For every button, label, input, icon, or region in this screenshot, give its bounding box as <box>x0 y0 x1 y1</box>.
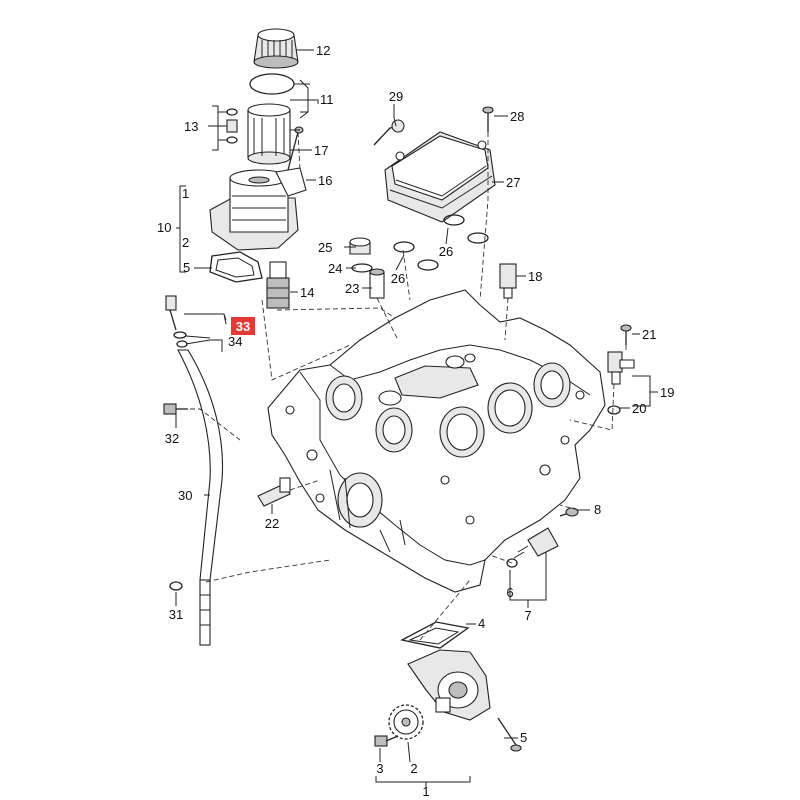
sensor-22 <box>257 477 291 507</box>
callout-26-right: 26 <box>439 244 453 259</box>
engine-block <box>267 289 606 593</box>
callout-24: 24 <box>328 261 342 276</box>
callout-29: 29 <box>389 89 403 104</box>
callout-14: 14 <box>300 285 314 300</box>
callout-1-sub: 1 <box>182 186 189 201</box>
callout-31: 31 <box>169 607 183 622</box>
callout-34: 34 <box>228 334 242 349</box>
callout-18: 18 <box>528 269 542 284</box>
callout-7: 7 <box>524 608 531 623</box>
callout-26-left: 26 <box>391 271 405 286</box>
right-sensors <box>607 324 635 415</box>
callout-22: 22 <box>265 516 279 531</box>
callout-30: 30 <box>178 488 192 503</box>
callout-11: 11 <box>320 92 334 107</box>
oil-cooler <box>349 106 517 299</box>
callout-19: 19 <box>660 385 674 400</box>
callout-32: 32 <box>165 431 179 446</box>
callout-28: 28 <box>510 109 524 124</box>
callout-23: 23 <box>345 281 359 296</box>
callout-10: 10 <box>157 220 171 235</box>
dipstick-tube <box>163 295 224 646</box>
oil-filter-assembly <box>209 28 307 309</box>
callout-5-bolt: 5 <box>520 730 527 745</box>
callout-17: 17 <box>314 143 328 158</box>
callout-4: 4 <box>478 616 485 631</box>
callout-2: 2 <box>410 761 417 776</box>
callout-5-gasket: 5 <box>183 260 190 275</box>
assembly-lines <box>190 131 627 641</box>
callout-21: 21 <box>642 327 656 342</box>
callout-labels: 1 2 3 4 5 5 6 7 8 10 11 1 2 12 13 14 16 … <box>157 43 674 799</box>
highlight-box <box>231 317 255 335</box>
callout-leaders <box>175 49 658 788</box>
callout-8: 8 <box>594 502 601 517</box>
tensioner-parts <box>506 507 579 568</box>
callout-2-sub: 2 <box>182 235 189 250</box>
callout-20: 20 <box>632 401 646 416</box>
callout-33-highlighted: 33 <box>236 319 250 334</box>
callout-3: 3 <box>376 761 383 776</box>
callout-25: 25 <box>318 240 332 255</box>
callout-1: 1 <box>422 784 429 799</box>
callout-6: 6 <box>506 585 513 600</box>
callout-13: 13 <box>184 119 198 134</box>
oil-pump <box>374 621 522 752</box>
callout-16: 16 <box>318 173 332 188</box>
callout-12: 12 <box>316 43 330 58</box>
callout-27: 27 <box>506 175 520 190</box>
